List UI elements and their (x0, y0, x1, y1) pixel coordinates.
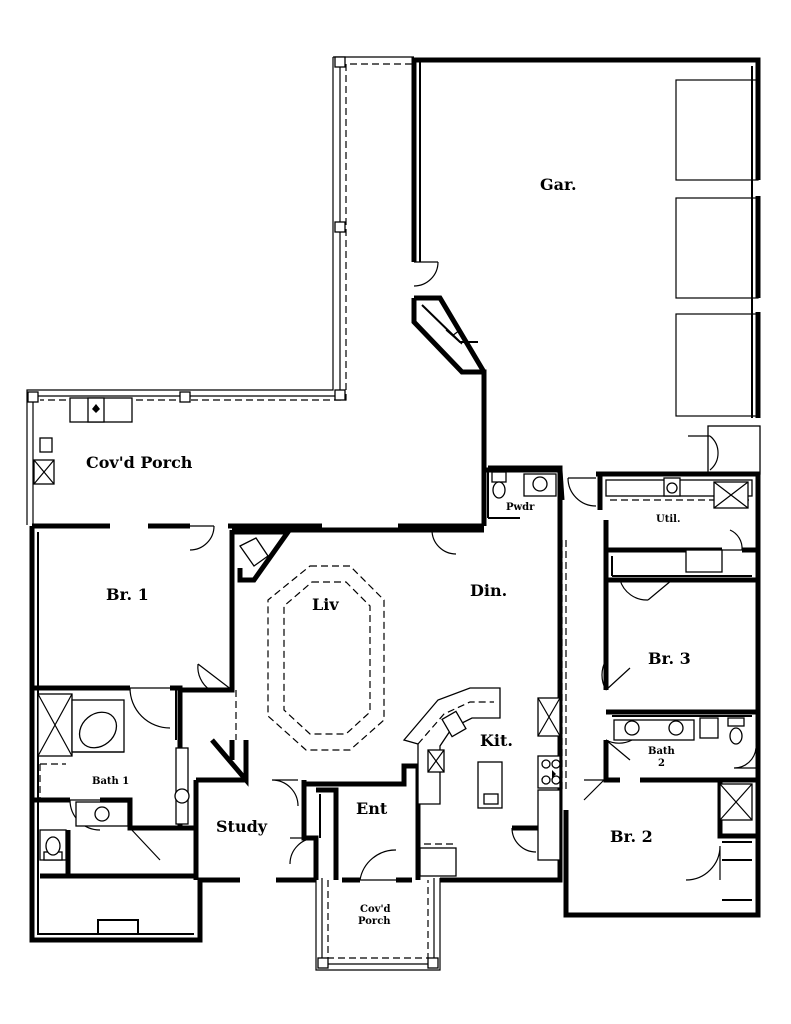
label-covd-porch-front-line2: Porch (358, 916, 391, 927)
label-din: Din. (470, 581, 507, 600)
living-ceiling (235, 537, 567, 790)
garage (411, 57, 761, 518)
kitchen (402, 687, 561, 877)
label-covd-porch-rear: Cov'd Porch (86, 453, 193, 472)
label-br1: Br. 1 (106, 585, 149, 604)
label-util: Util. (656, 514, 680, 525)
rear-covered-porch (26, 56, 414, 525)
label-study: Study (216, 817, 268, 836)
label-pwdr: Pwdr (506, 502, 535, 513)
front-covered-porch (315, 878, 441, 971)
label-kit: Kit. (480, 731, 513, 750)
label-bath2-line1: Bath (648, 746, 676, 757)
powder-util-fixtures (491, 471, 753, 573)
label-bath2-line2: 2 (658, 758, 665, 769)
label-br2: Br. 2 (610, 827, 653, 846)
label-covd-porch-front-line1: Cov'd (360, 904, 391, 915)
exterior-walls (29, 467, 761, 943)
label-br3: Br. 3 (648, 649, 691, 668)
room-labels: Gar. Cov'd Porch Br. 1 Liv Din. Pwdr Uti… (86, 175, 691, 927)
label-ent: Ent (356, 799, 388, 818)
label-liv: Liv (312, 595, 339, 614)
interior-walls (32, 465, 758, 880)
bath-2-fixtures (613, 717, 753, 901)
label-garage: Gar. (540, 175, 577, 194)
label-bath1: Bath 1 (92, 776, 129, 787)
doors (69, 477, 757, 881)
bath-1-fixtures (37, 693, 190, 935)
